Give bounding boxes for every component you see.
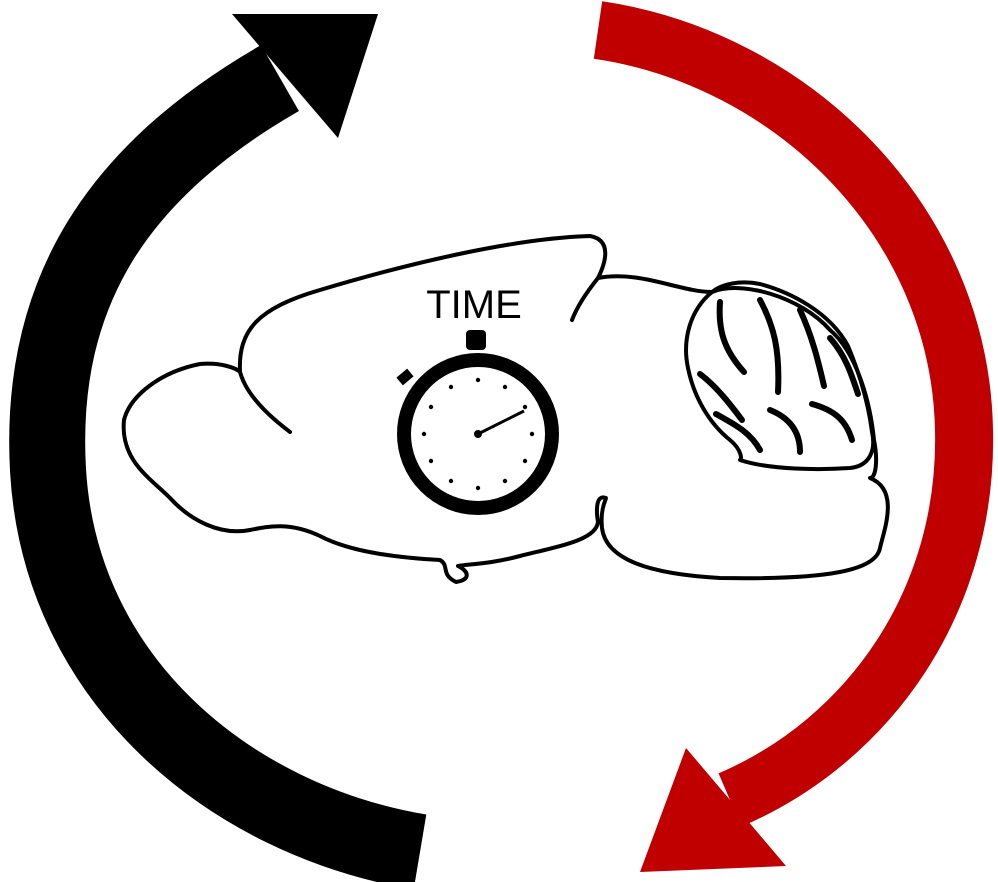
cerebellum: [686, 282, 873, 469]
sulcus-top: [572, 278, 598, 320]
stopwatch-icon: [396, 330, 552, 508]
cerebellum-fold-7: [770, 410, 800, 452]
cerebellum-fold-8: [812, 404, 852, 440]
cerebellum-fold-2: [760, 300, 778, 392]
left-cycle-arrow: [47, 14, 420, 852]
right-cycle-arrow: [598, 30, 964, 872]
cerebellum-fold-1: [720, 302, 744, 372]
stopwatch-crown: [466, 330, 486, 350]
time-label: TIME: [426, 283, 522, 327]
stopwatch-side-button: [396, 369, 413, 386]
sulcus-front: [240, 372, 290, 432]
left-arrow-body: [47, 78, 420, 852]
stopwatch-pivot: [474, 430, 482, 438]
